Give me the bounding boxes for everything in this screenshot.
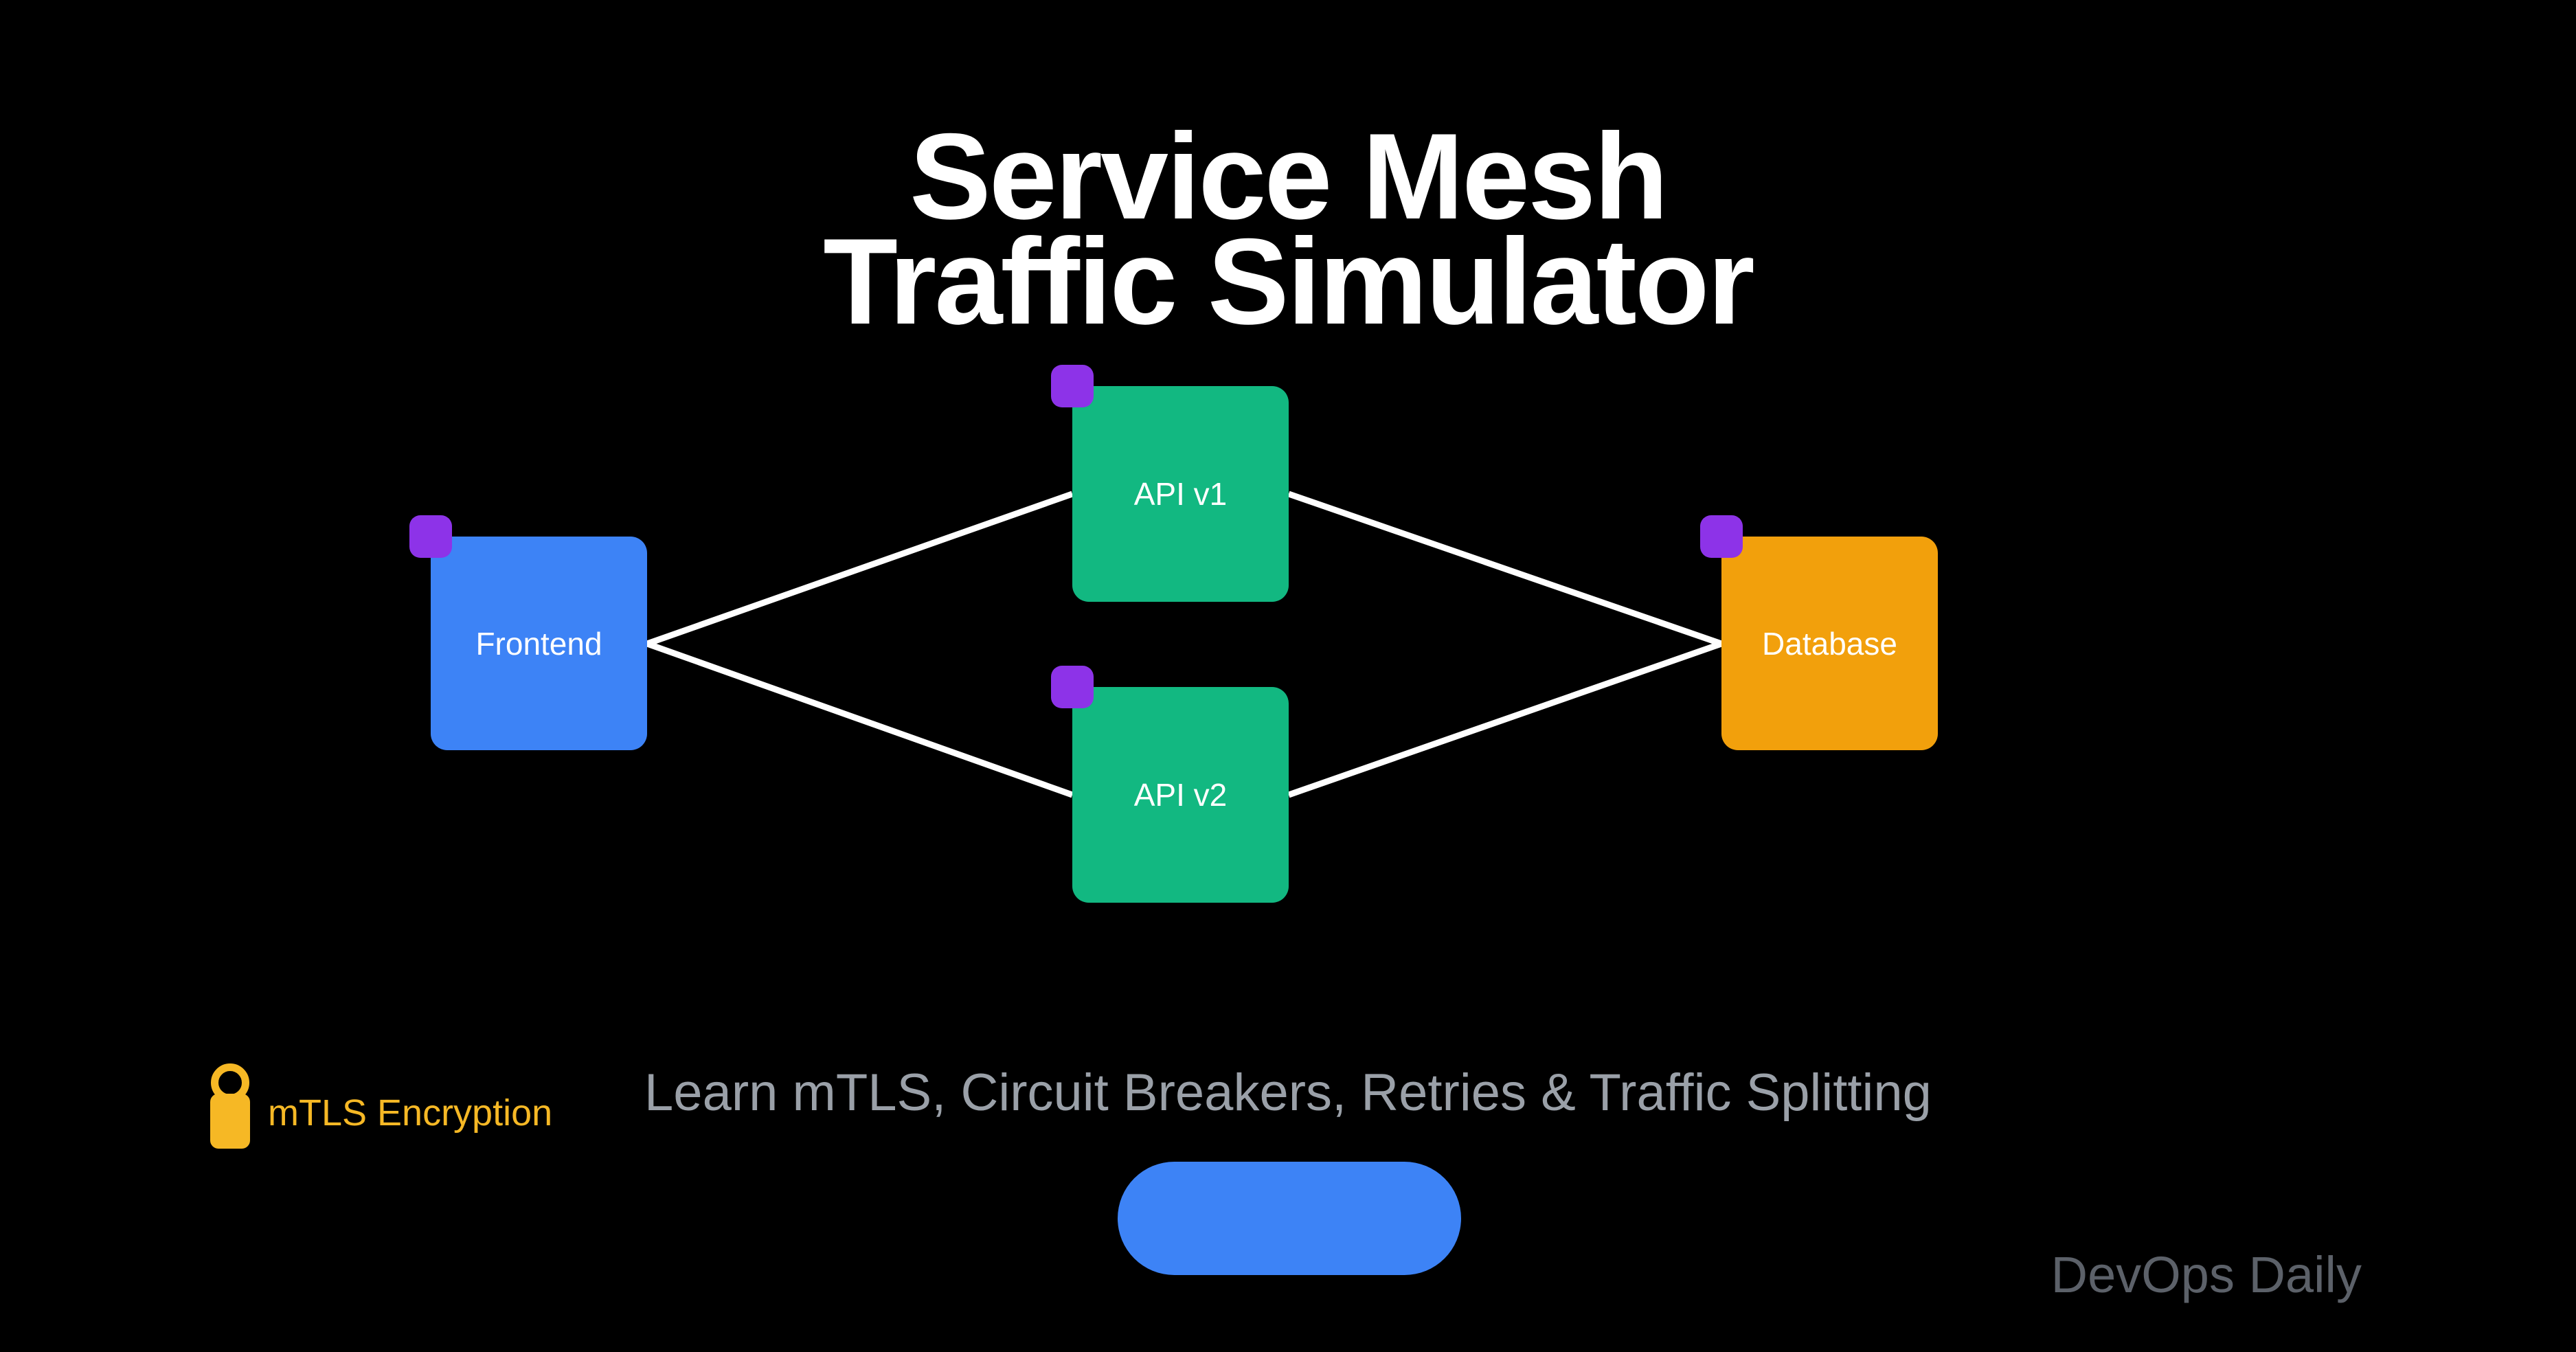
lock-body xyxy=(210,1094,250,1149)
lock-icon xyxy=(210,1063,250,1149)
start-button[interactable] xyxy=(1118,1162,1461,1275)
node-api-v1-label: API v1 xyxy=(1133,476,1228,512)
sidecar-proxy-badge-icon xyxy=(1051,666,1094,708)
page-title-line2: Traffic Simulator xyxy=(823,213,1755,350)
sidecar-proxy-badge-icon xyxy=(409,515,452,558)
sidecar-proxy-badge-icon xyxy=(1051,365,1094,407)
edge-frontend-api-v1 xyxy=(646,491,1074,647)
edge-api-v1-database xyxy=(1287,491,1723,647)
mtls-legend: mTLS Encryption xyxy=(210,1063,760,1153)
edge-frontend-api-v2 xyxy=(646,640,1074,798)
edge-api-v2-database xyxy=(1287,640,1723,798)
node-database[interactable]: Database xyxy=(1700,515,1938,750)
sidecar-proxy-badge-icon xyxy=(1700,515,1743,558)
subtitle: Learn mTLS, Circuit Breakers, Retries & … xyxy=(644,1063,1932,1122)
watermark-devops-daily: DevOps Daily xyxy=(2050,1246,2362,1303)
mtls-legend-label: mTLS Encryption xyxy=(268,1092,553,1134)
node-api-v2[interactable]: API v2 xyxy=(1051,666,1289,903)
node-api-v1[interactable]: API v1 xyxy=(1051,365,1289,602)
node-frontend-label: Frontend xyxy=(475,625,602,662)
node-frontend[interactable]: Frontend xyxy=(409,515,647,750)
node-database-label: Database xyxy=(1762,625,1897,662)
node-api-v2-label: API v2 xyxy=(1133,777,1228,813)
page-title-line1: Service Mesh xyxy=(909,108,1669,245)
